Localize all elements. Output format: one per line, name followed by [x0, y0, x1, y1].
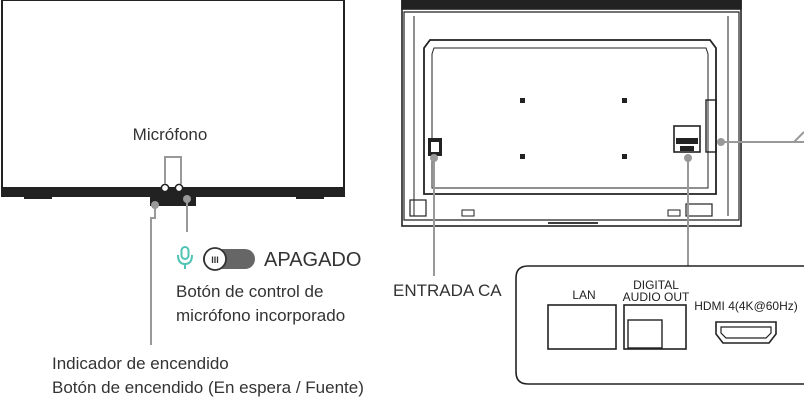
- rear-terminal-port-top: [676, 138, 698, 144]
- digital-audio-port: DIGITAL AUDIO OUT: [623, 278, 690, 350]
- mic-hole-right: [174, 183, 184, 193]
- tv-front-foot-left: [24, 196, 52, 199]
- tv-front-view: [1, 0, 345, 206]
- mic-state-label: APAGADO: [264, 249, 361, 271]
- lan-socket: [547, 304, 617, 350]
- lan-port: LAN: [547, 288, 617, 350]
- vesa-hole-4: [622, 154, 627, 159]
- tv-back-clip-right: [667, 209, 681, 217]
- tv-back-housing: [423, 39, 717, 195]
- ac-inlet-socket: [431, 142, 439, 152]
- rear-terminal-port-bottom: [680, 146, 694, 151]
- mic-switch: III: [203, 247, 255, 271]
- digital-label-line2: AUDIO OUT: [623, 290, 690, 304]
- rear-terminal-callout: [684, 154, 692, 266]
- mic-button-dot: [183, 195, 191, 203]
- power-button-label: Botón de encendido (En espera / Fuente): [52, 378, 364, 397]
- mic-switch-knob: [203, 247, 227, 271]
- tv-back-foot-left: [409, 199, 427, 217]
- mic-button-label-line2: micrófono incorporado: [176, 306, 345, 325]
- rear-terminal-outline: [673, 125, 701, 153]
- hdmi-label: HDMI 4(4K@60Hz): [694, 299, 798, 313]
- hdmi-socket-outer: [715, 321, 777, 344]
- side-port-leader-tail: [793, 131, 804, 143]
- digital-label-line1: DIGITAL: [633, 278, 679, 292]
- tv-back-top-bar: [401, 0, 742, 10]
- digital-socket-inner: [627, 319, 663, 349]
- tv-back-clip-left: [461, 209, 475, 217]
- tv-back-side-port: [705, 99, 717, 153]
- hdmi-socket-inner: [720, 326, 772, 339]
- mic-button-callout: III APAGADO Botón de control de micrófon…: [176, 195, 361, 325]
- ac-input-label: ENTRADA CA: [393, 281, 502, 300]
- port-panel-outline: [515, 265, 804, 385]
- tv-back-housing-inner: [431, 47, 709, 189]
- tv-back-foot-right: [685, 203, 713, 217]
- tv-back-view: [401, 0, 742, 227]
- microphone-callout: Micrófono: [133, 125, 208, 184]
- mic-button-label-line1: Botón de control de: [176, 282, 323, 301]
- power-callout: Indicador de encendido Botón de encendid…: [52, 201, 364, 397]
- vesa-hole-3: [520, 154, 525, 159]
- power-leader: [150, 205, 156, 345]
- mic-switch-symbol: III: [211, 255, 219, 265]
- digital-socket-outer: [623, 304, 687, 350]
- tv-front-screen: [1, 0, 345, 197]
- mic-hole-left: [160, 183, 170, 193]
- microphone-label: Micrófono: [133, 125, 208, 144]
- tv-back-outer: [401, 0, 742, 227]
- hdmi-port: HDMI 4(4K@60Hz): [694, 299, 798, 344]
- microphone-icon: [177, 246, 193, 269]
- side-port-callout: [717, 131, 804, 146]
- port-panel: LAN DIGITAL AUDIO OUT HDMI 4(4K@60Hz): [515, 265, 804, 385]
- tv-front-foot-right: [296, 196, 324, 199]
- vesa-hole-1: [520, 98, 525, 103]
- rear-terminal-block: [673, 125, 701, 153]
- tv-back-panel: [403, 11, 740, 221]
- microphone-bracket: [164, 156, 182, 184]
- power-indicator-label: Indicador de encendido: [52, 354, 229, 373]
- ac-inlet: [428, 138, 442, 156]
- vesa-hole-2: [622, 98, 627, 103]
- ac-input-callout: ENTRADA CA: [393, 154, 502, 300]
- lan-label: LAN: [572, 288, 595, 302]
- vesa-holes: [520, 98, 627, 159]
